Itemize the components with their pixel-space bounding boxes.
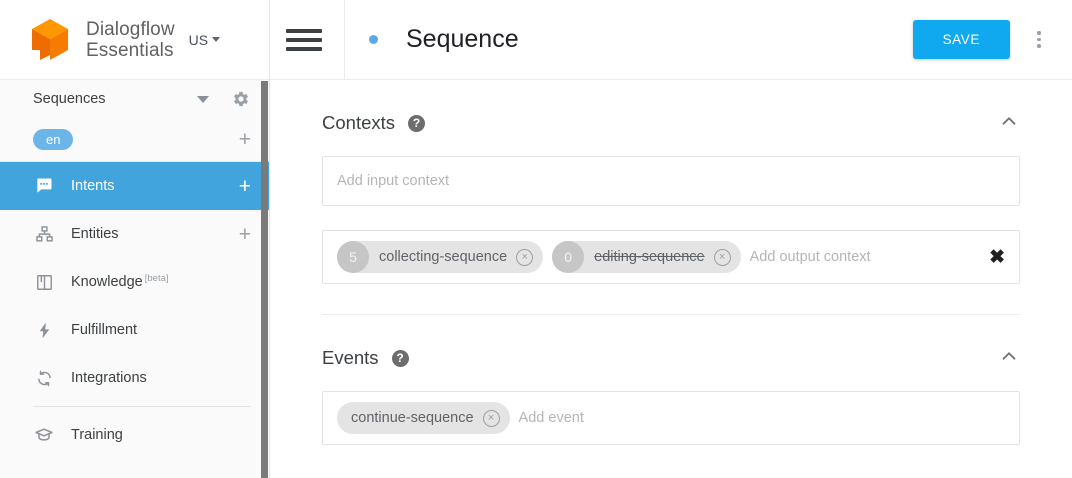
intents-chat-icon	[33, 175, 55, 197]
dialogflow-cube-logo	[32, 18, 68, 60]
sidebar-item-fulfillment[interactable]: Fulfillment	[0, 306, 269, 354]
region-selector[interactable]: US	[188, 31, 221, 48]
caret-down-icon[interactable]	[197, 95, 209, 103]
event-chip[interactable]: continue-sequence ×	[337, 402, 510, 434]
knowledge-book-icon	[33, 271, 55, 293]
events-placeholder: Add event	[518, 410, 584, 426]
sidebar-item-label: Integrations	[71, 370, 147, 386]
chevron-up-icon[interactable]	[998, 345, 1020, 372]
sidebar-item-label: Knowledge [beta]	[71, 273, 251, 290]
help-icon[interactable]: ?	[391, 349, 409, 367]
hamburger-menu-icon[interactable]	[286, 28, 322, 51]
region-label: US	[188, 31, 209, 48]
gear-icon[interactable]	[231, 89, 251, 109]
sidebar-nav: Intents + Entities +	[0, 162, 269, 459]
sidebar-divider	[33, 406, 251, 407]
output-context-placeholder: Add output context	[749, 249, 871, 265]
event-name: continue-sequence	[351, 410, 474, 426]
intent-editor-content: Contexts ? Add input context 5 col	[270, 80, 1072, 445]
add-entity-button[interactable]: +	[238, 222, 251, 246]
sidebar-item-training[interactable]: Training	[0, 411, 269, 459]
sidebar-item-label: Fulfillment	[71, 322, 138, 338]
chevron-up-icon[interactable]	[998, 110, 1020, 137]
sidebar: Dialogflow Essentials US Sequences en +	[0, 0, 270, 478]
output-context-field[interactable]: 5 collecting-sequence × 0 editing-sequen…	[322, 230, 1020, 284]
help-icon[interactable]: ?	[408, 114, 426, 132]
language-chip-en[interactable]: en	[33, 129, 74, 150]
remove-context-icon[interactable]: ×	[713, 248, 731, 266]
brand-name: Dialogflow Essentials	[78, 19, 175, 61]
training-cap-icon	[33, 424, 55, 446]
top-toolbar: Sequence SAVE	[270, 0, 1072, 80]
brand-line-2: Essentials	[86, 39, 174, 61]
context-name: editing-sequence	[594, 249, 705, 265]
brand-header: Dialogflow Essentials US	[0, 0, 269, 80]
sidebar-item-entities[interactable]: Entities +	[0, 210, 269, 258]
section-divider	[322, 314, 1020, 315]
language-row: en +	[0, 118, 269, 162]
kebab-menu-icon[interactable]	[1024, 31, 1054, 48]
sidebar-item-knowledge[interactable]: Knowledge [beta]	[0, 258, 269, 306]
remove-event-icon[interactable]: ×	[482, 409, 500, 427]
entities-hierarchy-icon	[33, 223, 55, 245]
context-lifespan[interactable]: 5	[337, 241, 369, 273]
remove-context-icon[interactable]: ×	[516, 248, 534, 266]
events-field[interactable]: continue-sequence × Add event	[322, 391, 1020, 445]
input-context-placeholder: Add input context	[337, 173, 450, 189]
output-context-chip[interactable]: 5 collecting-sequence ×	[337, 241, 544, 273]
save-button[interactable]: SAVE	[912, 20, 1010, 59]
context-lifespan[interactable]: 0	[552, 241, 585, 273]
toolbar-separator	[344, 0, 345, 80]
output-context-chip[interactable]: 0 editing-sequence ×	[552, 241, 741, 273]
sidebar-item-label: Entities	[71, 226, 119, 242]
page-title: Sequence	[406, 25, 519, 53]
beta-badge: [beta]	[144, 273, 169, 284]
sidebar-item-label: Training	[71, 427, 123, 443]
context-name: collecting-sequence	[379, 249, 508, 265]
input-context-field[interactable]: Add input context	[322, 156, 1020, 206]
chevron-down-icon	[212, 37, 221, 42]
contexts-title: Contexts	[322, 112, 396, 133]
knowledge-text: Knowledge	[71, 274, 143, 290]
events-header: Events ?	[322, 341, 1020, 375]
contexts-header: Contexts ?	[322, 106, 1020, 140]
sidebar-scrollbar-thumb[interactable]	[261, 81, 268, 478]
brand-line-1: Dialogflow	[86, 18, 175, 40]
blue-status-dot	[369, 35, 378, 44]
sidebar-item-intents[interactable]: Intents +	[0, 162, 269, 210]
agent-selector[interactable]: Sequences	[0, 80, 269, 118]
integrations-refresh-icon	[33, 367, 55, 389]
clear-output-contexts-button[interactable]: ✖	[989, 246, 1005, 268]
fulfillment-bolt-icon	[33, 319, 55, 341]
main-panel: Sequence SAVE Contexts ?	[270, 0, 1072, 478]
add-language-button[interactable]: +	[238, 128, 251, 151]
add-intent-button[interactable]: +	[238, 174, 251, 198]
events-title: Events	[322, 347, 379, 368]
sidebar-item-label: Intents	[71, 178, 115, 194]
agent-name: Sequences	[33, 91, 106, 107]
contexts-section: Contexts ? Add input context 5 col	[322, 80, 1020, 315]
events-section: Events ? continue-sequence × Add event	[322, 315, 1020, 445]
sidebar-item-integrations[interactable]: Integrations	[0, 354, 269, 402]
